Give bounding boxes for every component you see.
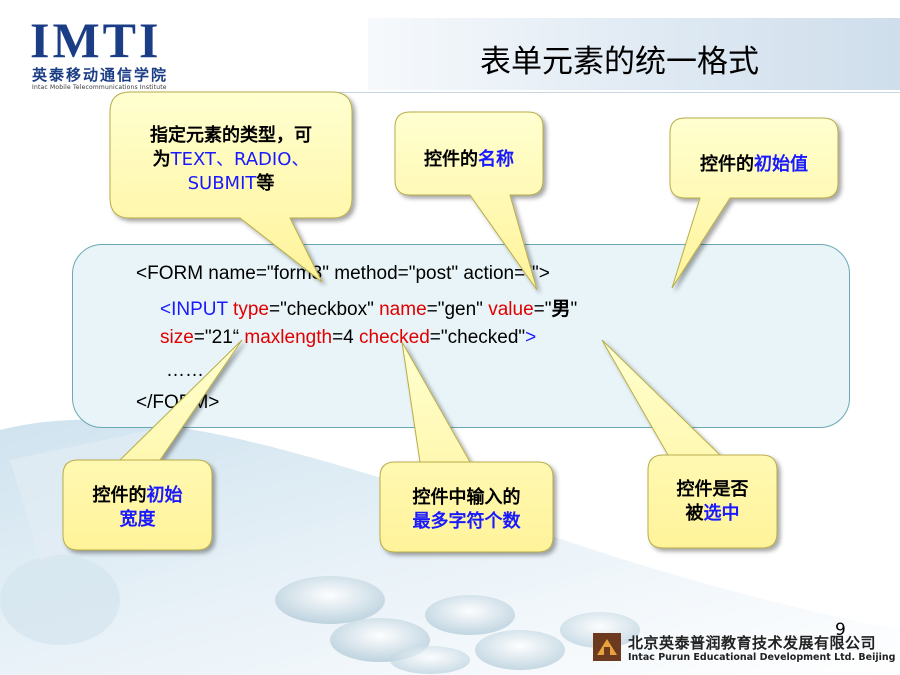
- logo-mark: IMTI: [30, 12, 162, 68]
- callout-size-line2: 宽度: [119, 509, 156, 530]
- attr-value: value: [488, 299, 534, 320]
- callout-value: 控件的初始值: [672, 145, 836, 185]
- attr-value-end: ": [570, 299, 578, 320]
- callout-name-a: 控件的: [424, 149, 478, 170]
- tag-input: <INPUT: [160, 299, 228, 320]
- code-line-form-open: <FORM name="form3" method="post" action=…: [136, 263, 550, 284]
- callout-maxlength-line2: 最多字符个数: [412, 511, 521, 532]
- imti-logo: IMTI 英泰移动通信学院 Intac Mobile Telecommunica…: [30, 12, 200, 94]
- page-title: 表单元素的统一格式: [480, 44, 759, 80]
- code-line-input: <INPUT type="checkbox" name="gen" value=…: [160, 294, 577, 321]
- callout-maxlength: 控件中输入的 最多字符个数: [382, 482, 551, 538]
- attr-type: type: [233, 299, 269, 320]
- callout-value-a: 控件的: [700, 154, 754, 175]
- callout-size-line1a: 控件的: [92, 485, 147, 506]
- attr-maxlength-value: =4: [332, 327, 354, 348]
- callout-maxlength-line1: 控件中输入的: [412, 487, 521, 508]
- callout-size: 控件的初始 宽度: [65, 480, 210, 536]
- footer-company-cn: 北京英泰普润教育技术发展有限公司: [628, 634, 877, 652]
- callout-type: 指定元素的类型，可 为TEXT、RADIO、 SUBMIT等: [112, 118, 350, 202]
- company-logo-icon: [593, 633, 621, 661]
- logo-chinese-name: 英泰移动通信学院: [32, 66, 169, 84]
- attr-checked-value: ="checked": [429, 327, 526, 348]
- callout-name-b: 名称: [478, 149, 514, 170]
- page-number: 9: [835, 620, 846, 640]
- code-line-form-close: </FORM>: [136, 392, 220, 413]
- attr-value-value: 男: [551, 299, 571, 320]
- callout-checked: 控件是否 被选中: [650, 474, 775, 530]
- callout-name: 控件的名称: [397, 140, 541, 180]
- attr-maxlength: maxlength: [244, 327, 333, 348]
- callout-type-line2b: TEXT、RADIO、: [170, 149, 310, 170]
- attr-type-value: ="checkbox": [268, 299, 374, 320]
- callout-type-line2a: 为: [152, 149, 171, 170]
- callout-type-line3a: SUBMIT: [187, 173, 257, 194]
- callout-type-line1: 指定元素的类型，可: [150, 125, 312, 146]
- attr-value-eq: =": [533, 299, 552, 320]
- attr-size-value: ="21“: [193, 327, 240, 348]
- callout-checked-line2a: 被: [685, 503, 704, 524]
- callout-checked-line2b: 选中: [703, 503, 740, 524]
- title-divider: [210, 92, 900, 93]
- callout-type-line3b: 等: [256, 173, 275, 194]
- tag-close: >: [525, 327, 537, 348]
- attr-checked: checked: [359, 327, 430, 348]
- attr-name: name: [379, 299, 427, 320]
- callout-checked-line1: 控件是否: [676, 479, 749, 500]
- footer-company-en: Intac Purun Educational Development Ltd.…: [628, 652, 896, 663]
- callout-size-line1b: 初始: [146, 485, 183, 506]
- attr-size: size: [160, 327, 194, 348]
- attr-name-value: ="gen": [426, 299, 483, 320]
- code-line-ellipsis: ……: [166, 360, 204, 381]
- title-band: [368, 18, 900, 90]
- callout-value-b: 初始值: [754, 154, 808, 175]
- code-line-attributes: size="21“ maxlength=4 checked="checked">: [160, 327, 536, 349]
- logo-english-name: Intac Mobile Telecommunications Institut…: [32, 84, 167, 91]
